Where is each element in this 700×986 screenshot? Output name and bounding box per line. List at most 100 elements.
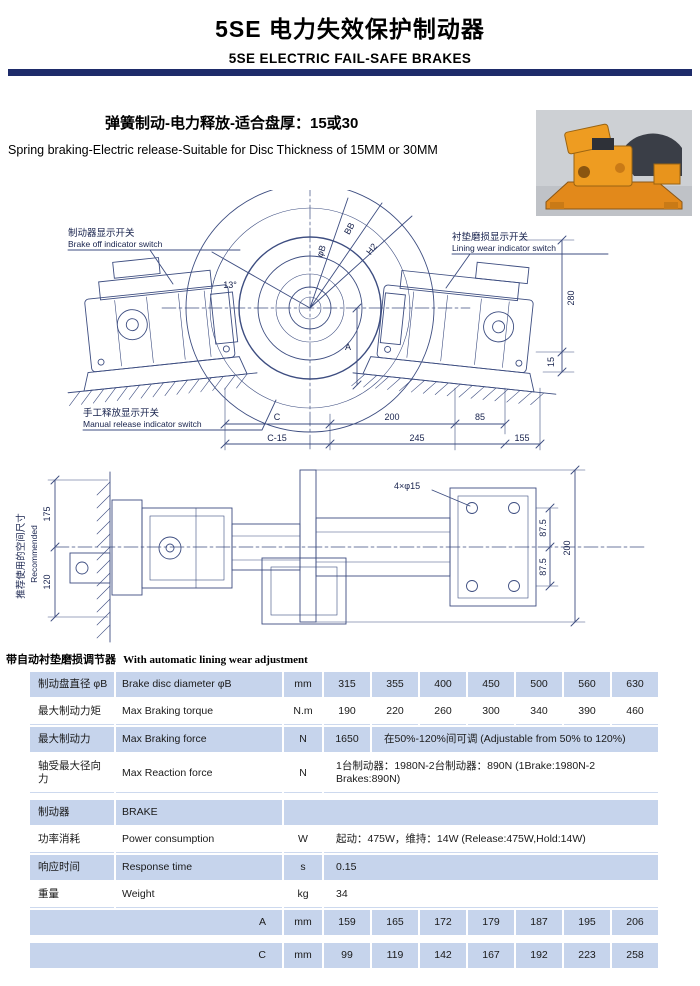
left-brake-assembly xyxy=(67,257,258,406)
dimension-a xyxy=(352,303,362,390)
value-cell: 99 xyxy=(324,943,370,968)
unit-cell: N xyxy=(284,754,322,793)
right-dimension-lines xyxy=(519,235,575,377)
plan-dimension-lines xyxy=(47,465,586,627)
dim-a-label: A xyxy=(345,342,351,352)
row-label-en: Max Reaction force xyxy=(116,754,282,793)
value-cell: 460 xyxy=(612,699,658,725)
dim-h2-label: H2 xyxy=(364,242,379,257)
dim-15-label: 15 xyxy=(546,357,556,367)
dim-phi-b-label: φB xyxy=(315,244,328,258)
lining-wear-switch-label-en: Lining wear indicator switch xyxy=(452,243,556,253)
table-row: 轴受最大径向力 Max Reaction force N 1台制动器：1980N… xyxy=(30,754,658,793)
row-label-cn: 轴受最大径向力 xyxy=(30,754,114,793)
unit-cell: N xyxy=(284,727,322,752)
empty-cell xyxy=(284,800,658,825)
table-row: A mm 159 165 172 179 187 195 206 xyxy=(30,910,658,935)
recommended-space-label-en: Recommended xyxy=(29,525,39,583)
intro-block: 弹簧制动-电力释放-适合盘厚：15或30 Spring braking-Elec… xyxy=(8,112,528,157)
value-cell: 630 xyxy=(612,672,658,697)
right-brake-assembly xyxy=(351,261,557,405)
table-row: C mm 99 119 142 167 192 223 258 xyxy=(30,943,658,968)
unit-cell: mm xyxy=(284,910,322,935)
unit-cell: N.m xyxy=(284,699,322,725)
note-cn: 带自动衬垫磨损调节器 xyxy=(6,654,116,666)
value-cell: 1650 xyxy=(324,727,370,752)
row-label-cn: 最大制动力 xyxy=(30,727,114,752)
row-label-en: Power consumption xyxy=(116,827,282,853)
table-row: 制动器 BRAKE xyxy=(30,800,658,825)
dim-angle-label: 13° xyxy=(223,280,237,290)
value-cell: 119 xyxy=(372,943,418,968)
row-label: A xyxy=(30,910,282,935)
product-photo-image xyxy=(536,110,692,216)
table-row: 响应时间 Response time s 0.15 xyxy=(30,855,658,880)
value-cell: 142 xyxy=(420,943,466,968)
dim-c15-label: C-15 xyxy=(267,433,287,443)
value-cell: 300 xyxy=(468,699,514,725)
value-cell: 34 xyxy=(324,882,658,908)
spacer-cell xyxy=(30,937,658,941)
dim-87-5-top-label: 87.5 xyxy=(538,519,548,537)
brake-off-switch-label-cn: 制动器显示开关 xyxy=(68,227,135,239)
value-cell: 450 xyxy=(468,672,514,697)
dim-200-label: 200 xyxy=(384,412,399,422)
row-label-cn: 响应时间 xyxy=(30,855,114,880)
note-en: With automatic lining wear adjustment xyxy=(123,654,308,666)
value-cell: 220 xyxy=(372,699,418,725)
value-cell: 167 xyxy=(468,943,514,968)
manual-release-switch-label-cn: 手工释放显示开关 xyxy=(83,407,160,419)
dim-155-label: 155 xyxy=(514,433,529,443)
value-cell: 355 xyxy=(372,672,418,697)
row-label-en: Brake disc diameter φB xyxy=(116,672,282,697)
value-cell: 172 xyxy=(420,910,466,935)
value-cell: 起动：475W，维持：14W (Release:475W,Hold:14W) xyxy=(324,827,658,853)
recommended-space-label-cn: 推荐使用的空间尺寸 xyxy=(15,513,27,599)
value-cell: 190 xyxy=(324,699,370,725)
dim-87-5-bottom-label: 87.5 xyxy=(538,558,548,576)
row-label-en: Response time xyxy=(116,855,282,880)
intro-heading-cn: 弹簧制动-电力释放-适合盘厚：15或30 xyxy=(105,115,359,132)
product-photo xyxy=(536,110,692,216)
unit-cell: mm xyxy=(284,672,322,697)
dim-bb-label: BB xyxy=(342,221,357,236)
unit-cell: W xyxy=(284,827,322,853)
value-cell: 1台制动器：1980N-2台制动器：890N (1Brake:1980N-2 B… xyxy=(324,754,658,793)
page-subtitle: 5SE ELECTRIC FAIL-SAFE BRAKES xyxy=(228,51,472,66)
value-cell: 258 xyxy=(612,943,658,968)
value-cell: 315 xyxy=(324,672,370,697)
row-label-en: Weight xyxy=(116,882,282,908)
brake-off-switch-label-en: Brake off indicator switch xyxy=(68,239,163,249)
page-title: 5SE 电力失效保护制动器 xyxy=(215,16,485,42)
unit-cell: s xyxy=(284,855,322,880)
unit-cell: mm xyxy=(284,943,322,968)
value-cell: 在50%-120%间可调 (Adjustable from 50% to 120… xyxy=(372,727,658,752)
table-row: 最大制动力 Max Braking force N 1650 在50%-120%… xyxy=(30,727,658,752)
lining-wear-switch-label-cn: 衬垫磨损显示开关 xyxy=(452,231,529,243)
center-lines xyxy=(161,190,471,451)
row-label-cn: 制动盘直径 φB xyxy=(30,672,114,697)
dim-120-label: 120 xyxy=(42,574,52,589)
manual-release-switch-label-en: Manual release indicator switch xyxy=(83,419,202,429)
row-label-cn: 重量 xyxy=(30,882,114,908)
bottom-dimension-lines xyxy=(220,387,545,451)
dim-175-label: 175 xyxy=(42,506,52,521)
row-label-cn: 功率消耗 xyxy=(30,827,114,853)
table-row: 制动盘直径 φB Brake disc diameter φB mm 315 3… xyxy=(30,672,658,697)
value-cell: 500 xyxy=(516,672,562,697)
bolt-hole-note-label: 4×φ15 xyxy=(394,481,420,491)
value-cell: 179 xyxy=(468,910,514,935)
note-line: 带自动衬垫磨损调节器 With automatic lining wear ad… xyxy=(6,651,308,667)
dim-280-label: 280 xyxy=(566,290,576,305)
value-cell: 340 xyxy=(516,699,562,725)
dim-85-label: 85 xyxy=(475,412,485,422)
row-label-cn: 制动器 xyxy=(30,800,114,825)
row-label: C xyxy=(30,943,282,968)
value-cell: 159 xyxy=(324,910,370,935)
value-cell: 260 xyxy=(420,699,466,725)
value-cell: 187 xyxy=(516,910,562,935)
table-row: 功率消耗 Power consumption W 起动：475W，维持：14W … xyxy=(30,827,658,853)
value-cell: 0.15 xyxy=(324,855,658,880)
value-cell: 192 xyxy=(516,943,562,968)
